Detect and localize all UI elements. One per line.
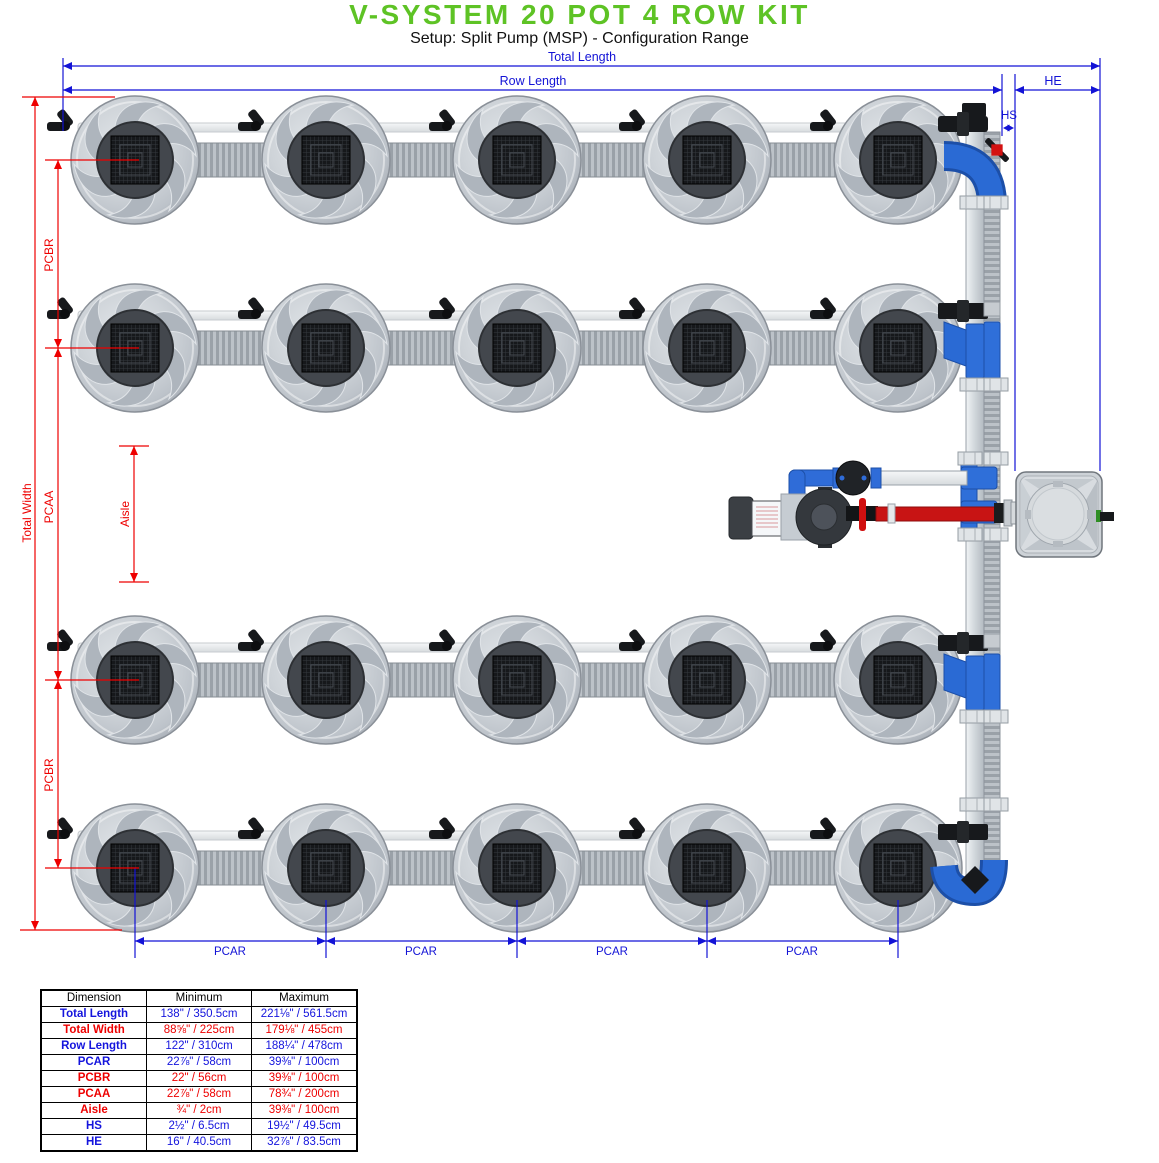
dim-he-label: HE xyxy=(1044,74,1061,88)
blue-dimensions: Total Length Row Length HE HS PCAR PCAR … xyxy=(62,50,1101,958)
dim-pcar-label: PCAR xyxy=(786,946,818,958)
dim-pcaa-label: PCAA xyxy=(42,491,56,524)
reservoir-drain-seal xyxy=(1096,510,1101,522)
dim-pcar-label: PCAR xyxy=(214,946,246,958)
corrugated-hose xyxy=(572,850,652,886)
end-fitting-icon xyxy=(961,866,989,894)
corrugated-hose xyxy=(190,330,271,366)
dim-pcbr-label: PCBR xyxy=(42,238,56,272)
reservoir xyxy=(1015,471,1114,558)
header: V-SYSTEM 20 POT 4 ROW KIT Setup: Split P… xyxy=(0,0,1159,48)
manifold-junction-row1 xyxy=(938,103,1009,210)
corrugated-hose xyxy=(190,662,271,698)
corrugated-hose xyxy=(762,142,843,178)
corrugated-hose xyxy=(762,330,843,366)
corrugated-hose xyxy=(572,142,652,178)
dim-pcar-label: PCAR xyxy=(596,946,628,958)
corrugated-hose xyxy=(762,850,843,886)
return-valve-handle xyxy=(859,498,866,531)
col-maximum: Maximum xyxy=(251,989,358,1007)
pump-motor-cap xyxy=(728,496,754,540)
corrugated-hose xyxy=(381,330,462,366)
red-dimensions: Total Width PCBR PCAA PCBR Aisle xyxy=(20,96,149,931)
dim-row-length-label: Row Length xyxy=(500,74,567,88)
pump-assembly xyxy=(728,451,1018,548)
dim-hs-label: HS xyxy=(1001,110,1017,122)
manifold-junction-row4 xyxy=(930,797,1009,907)
dim-pcbr-label2: PCBR xyxy=(42,758,56,792)
col-minimum: Minimum xyxy=(146,989,252,1007)
manifold-junction-row3 xyxy=(938,632,1009,724)
reservoir-drain-fitting xyxy=(1100,512,1114,521)
col-dimension: Dimension xyxy=(40,989,147,1007)
corrugated-hose xyxy=(381,662,462,698)
reservoir-inlet-fitting xyxy=(994,503,1006,523)
corrugated-hose xyxy=(572,662,652,698)
corrugated-hose xyxy=(381,850,462,886)
corrugated-hose xyxy=(762,662,843,698)
dim-total-width-label: Total Width xyxy=(20,483,34,542)
corrugated-hose xyxy=(190,142,271,178)
dim-pcar-label: PCAR xyxy=(405,946,437,958)
corrugated-hose xyxy=(572,330,652,366)
manifold-junction-row2 xyxy=(938,300,1009,392)
ball-valve-icon xyxy=(835,460,871,496)
dim-total-length-label: Total Length xyxy=(548,50,616,64)
manifold xyxy=(930,103,1009,907)
corrugated-hose xyxy=(190,850,271,886)
page-subtitle: Setup: Split Pump (MSP) - Configuration … xyxy=(410,30,749,47)
table-header-row: Dimension Minimum Maximum xyxy=(40,989,358,1007)
corrugated-hose xyxy=(381,142,462,178)
pump-outlet-pipe xyxy=(880,470,968,486)
page-title: V-SYSTEM 20 POT 4 ROW KIT xyxy=(349,0,810,30)
dim-aisle-label: Aisle xyxy=(118,501,132,527)
drain-valve-icon xyxy=(985,138,1009,162)
